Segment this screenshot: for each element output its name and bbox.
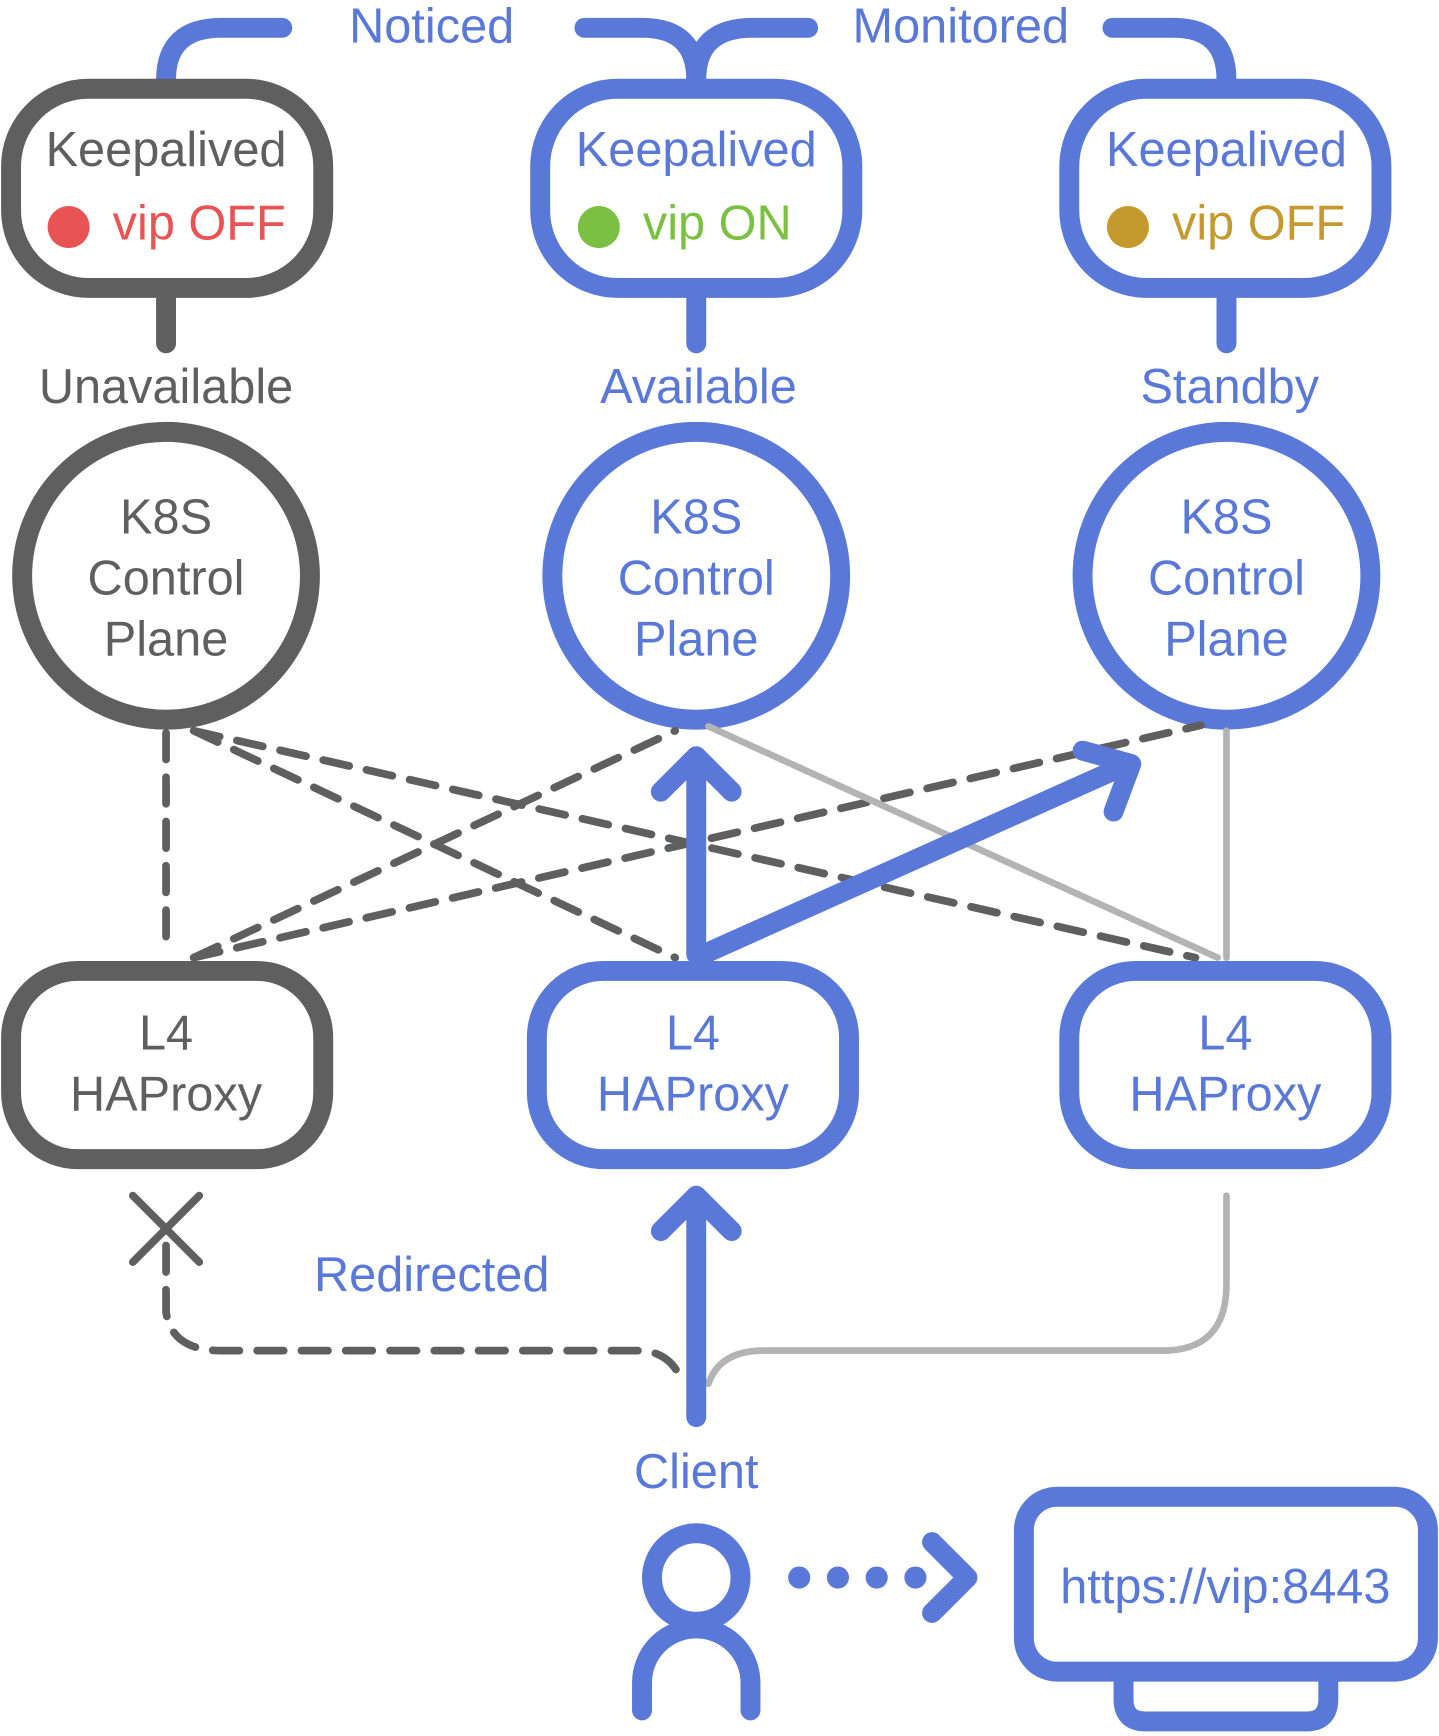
status-dot-gold [1106, 206, 1149, 249]
arrow-icon [650, 740, 1142, 965]
cp-text: Control [1148, 552, 1305, 606]
cp-text: Plane [104, 612, 229, 666]
control-plane-1 [12, 421, 320, 730]
cp-text: K8S [1180, 491, 1272, 545]
monitored-label: Monitored [853, 0, 1070, 53]
cp-text: Plane [1164, 612, 1289, 666]
lb-text: L4 [1198, 1007, 1252, 1061]
monitored-connector-mid [686, 17, 819, 90]
status-label: Standby [1140, 360, 1319, 414]
status-label: Unavailable [39, 360, 293, 414]
monitor-icon [1013, 1486, 1438, 1732]
monitored-connector-left [574, 17, 707, 90]
redirected-label: Redirected [314, 1248, 549, 1302]
lb-text: L4 [139, 1007, 193, 1061]
noticed-connector [156, 17, 293, 90]
monitored-connector-right [1102, 17, 1237, 90]
arrow-icon [650, 1185, 742, 1427]
cp-text: Plane [634, 612, 759, 666]
lb-text: HAProxy [597, 1067, 790, 1121]
vip-status: vip OFF [1172, 196, 1345, 250]
status-dot-green [577, 206, 620, 249]
user-icon [632, 1523, 761, 1721]
control-plane-3 [1072, 421, 1381, 730]
url-label: https://vip:8443 [1060, 1560, 1390, 1614]
redirected-path [162, 1241, 685, 1383]
client-label: Client [634, 1445, 759, 1499]
lb-text: L4 [666, 1007, 720, 1061]
control-plane-2 [542, 421, 851, 730]
haproxy-box-3 [1059, 960, 1392, 1170]
status-label: Available [600, 360, 797, 414]
cp-text: Control [618, 552, 775, 606]
cp-text: K8S [120, 491, 212, 545]
noticed-label: Noticed [349, 0, 514, 53]
vip-status: vip OFF [113, 196, 286, 250]
keepalived-label: Keepalived [46, 123, 287, 177]
cp-text: Control [88, 552, 245, 606]
dotted-arrow [788, 1566, 927, 1589]
keepalived-box-3 [1059, 78, 1392, 298]
haproxy-box-1 [1, 960, 334, 1170]
keepalived-label: Keepalived [576, 123, 817, 177]
status-dot-red [47, 206, 90, 249]
keepalived-box-1 [1, 78, 334, 298]
standby-path [705, 1192, 1230, 1388]
vip-status: vip ON [643, 196, 792, 250]
cp-text: K8S [650, 491, 742, 545]
keepalived-label: Keepalived [1106, 123, 1347, 177]
haproxy-box-2 [526, 960, 859, 1170]
lb-text: HAProxy [70, 1067, 263, 1121]
lb-text: HAProxy [1129, 1067, 1322, 1121]
x-icon [128, 1191, 204, 1266]
keepalived-box-2 [530, 78, 863, 298]
